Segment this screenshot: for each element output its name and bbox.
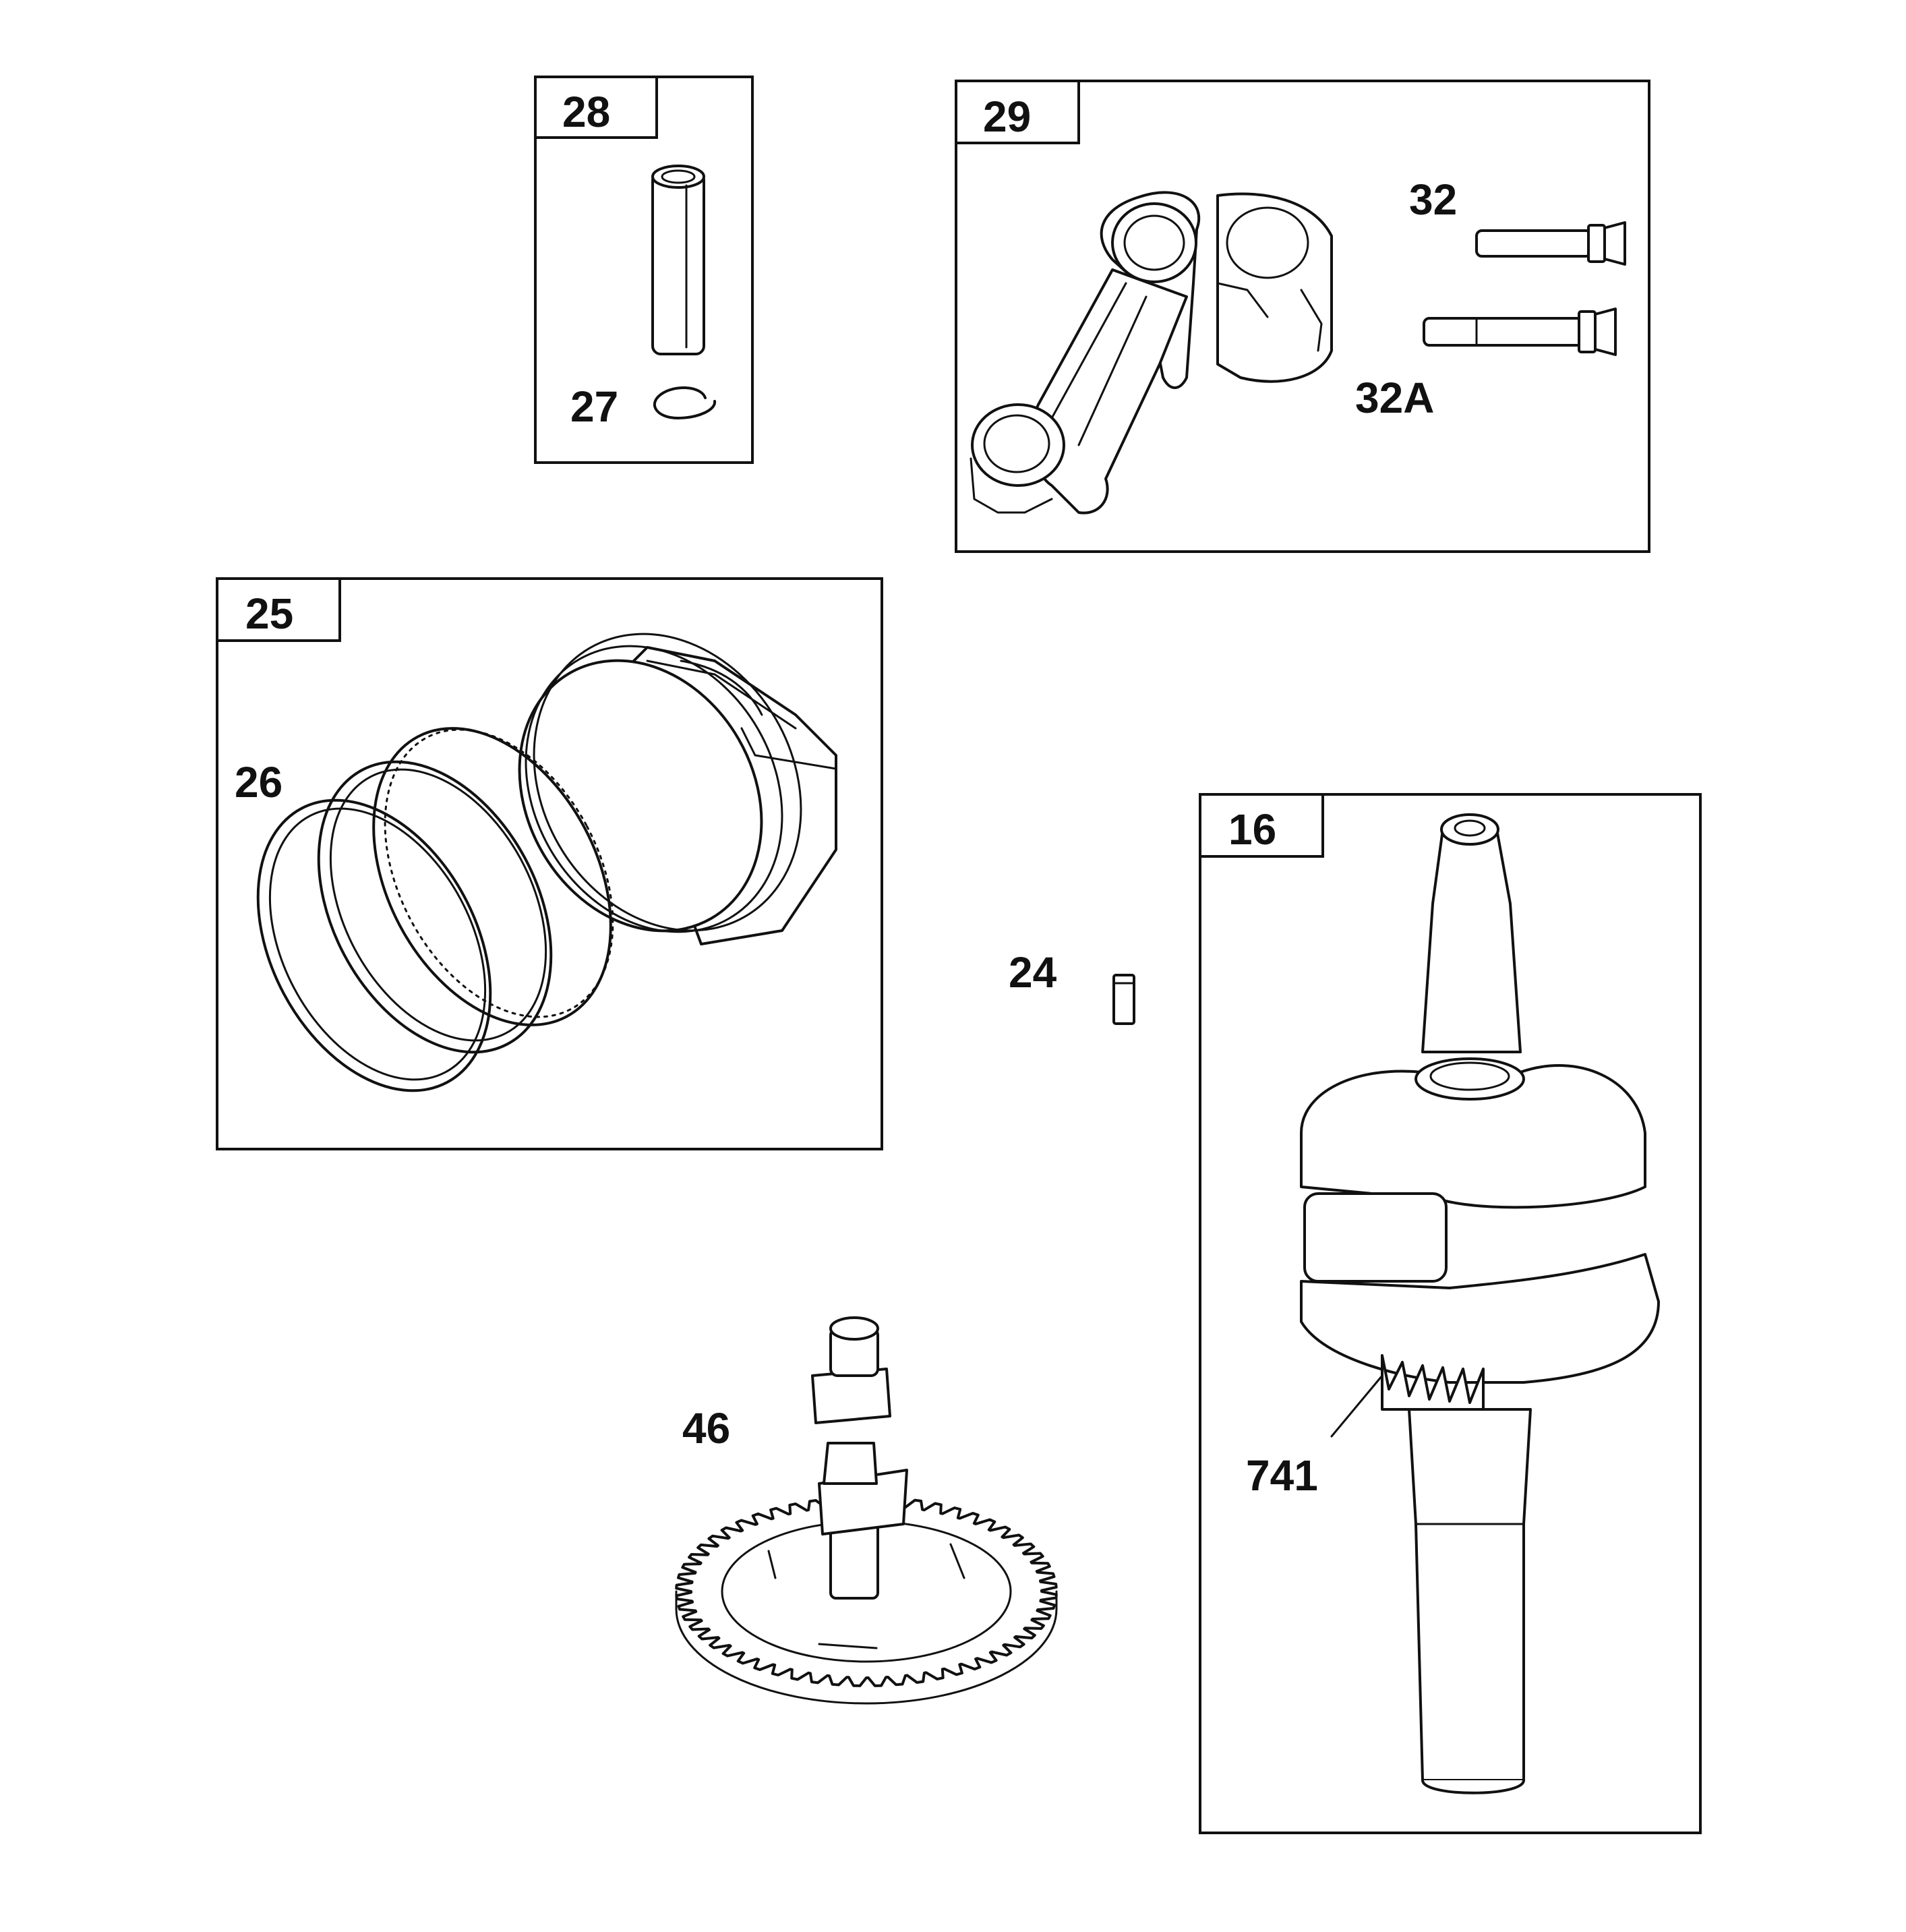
panel-29-label: 29 <box>983 92 1031 141</box>
pin-retainer-clip <box>653 386 716 419</box>
crankshaft-key <box>1112 974 1135 1025</box>
connecting-rod <box>970 191 1333 515</box>
callout-741: 741 <box>1246 1451 1318 1500</box>
piston-rings <box>256 727 614 1092</box>
callout-26: 26 <box>235 758 282 807</box>
panel-25-label: 25 <box>245 589 293 638</box>
panel-28: 28 27 <box>534 76 754 464</box>
rod-bolt-32 <box>1475 221 1626 266</box>
callout-32a: 32A <box>1355 374 1434 422</box>
cam-gear-rim <box>675 1590 1058 1705</box>
piston <box>518 633 837 945</box>
panel-16: 16 741 <box>1199 793 1702 1834</box>
panel-16-label: 16 <box>1228 805 1276 854</box>
panel-25: 25 26 <box>216 577 883 1150</box>
crankshaft <box>1300 813 1660 1794</box>
rod-bolt-32a <box>1423 308 1617 356</box>
piston-pin <box>651 165 705 355</box>
callout-32: 32 <box>1409 175 1457 224</box>
camshaft <box>675 1316 1058 1705</box>
panel-29: 29 <box>955 80 1650 553</box>
callout-27: 27 <box>570 382 618 431</box>
panel-28-label: 28 <box>562 88 610 136</box>
callout-46: 46 <box>682 1404 730 1453</box>
callout-24: 24 <box>1009 948 1057 997</box>
